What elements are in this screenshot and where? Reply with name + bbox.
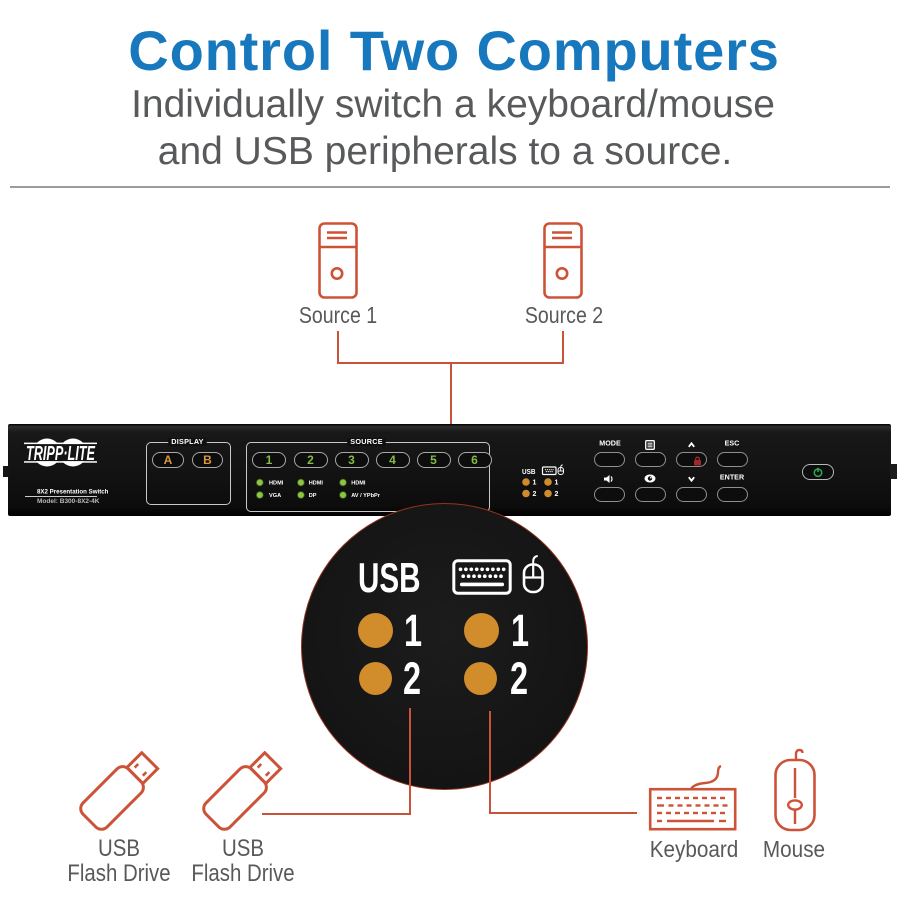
svg-text:2: 2 — [555, 491, 559, 498]
svg-text:TRIPP·LITE: TRIPP·LITE — [26, 443, 95, 465]
svg-text:DP: DP — [309, 493, 317, 499]
svg-text:2: 2 — [533, 491, 537, 498]
svg-text:USB: USB — [522, 467, 536, 476]
svg-text:HDMI: HDMI — [309, 481, 324, 487]
svg-text:HDMI: HDMI — [351, 481, 366, 487]
svg-text:HDMI: HDMI — [269, 481, 284, 487]
svg-text:VGA: VGA — [269, 493, 281, 499]
svg-text:1: 1 — [533, 480, 537, 487]
svg-text:AV / YPbPr: AV / YPbPr — [351, 493, 381, 499]
svg-text:1: 1 — [555, 480, 559, 487]
